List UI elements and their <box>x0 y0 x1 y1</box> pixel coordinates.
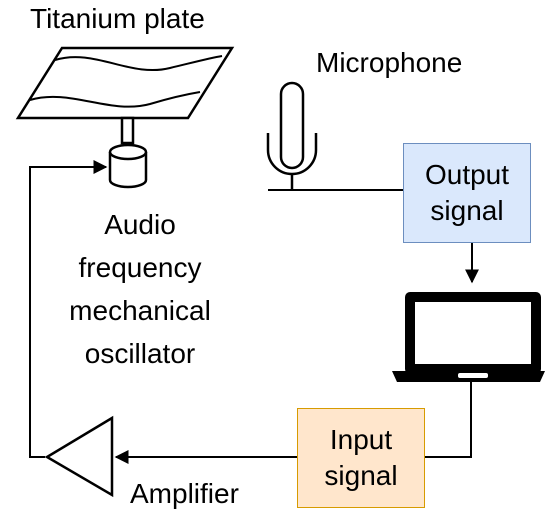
input-signal-line-1: Input <box>329 424 393 455</box>
input-signal-line-2: signal <box>324 460 398 491</box>
microphone-label: Microphone <box>316 47 463 78</box>
output-signal-box: Output signal <box>403 143 531 243</box>
feedback-arrow <box>29 160 108 458</box>
plate-label: Titanium plate <box>30 3 205 34</box>
output-signal-line-1: Output <box>424 159 510 190</box>
plate-icon <box>15 46 235 120</box>
laptop-to-input-line <box>425 382 472 458</box>
output-signal-line-2: signal <box>430 195 504 226</box>
input-signal-box: Input signal <box>297 408 425 508</box>
amplifier-label: Amplifier <box>130 478 239 509</box>
oscillator-icon <box>108 116 148 189</box>
oscillator-label: Audio frequency mechanical oscillator <box>69 209 211 369</box>
microphone-icon <box>266 81 318 190</box>
laptop-icon <box>392 292 545 382</box>
amplifier-icon <box>44 415 114 498</box>
